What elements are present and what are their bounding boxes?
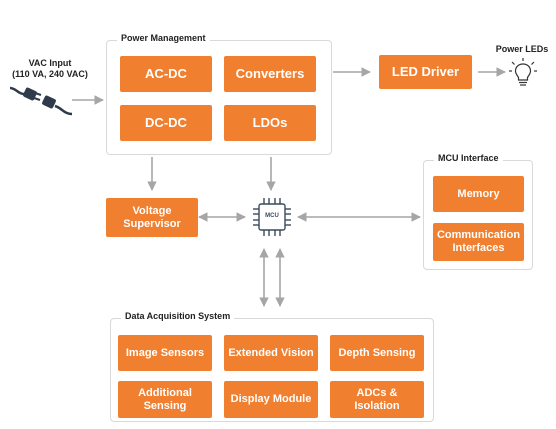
communication-line1: Communication <box>436 229 521 242</box>
vac-input-label: VAC Input (110 VA, 240 VAC) <box>10 58 90 80</box>
converters-block: Converters <box>224 56 316 92</box>
mcu-chip-icon <box>253 198 291 236</box>
led-driver-block: LED Driver <box>379 55 472 89</box>
display-module-block: Display Module <box>224 381 318 418</box>
memory-block: Memory <box>433 176 524 212</box>
communication-line2: Interfaces <box>452 242 505 254</box>
voltage-supervisor-line1: Voltage <box>132 204 172 217</box>
image-sensors-block: Image Sensors <box>118 335 212 371</box>
additional-sensing-line1: Additional <box>138 386 192 399</box>
dc-dc-block: DC-DC <box>120 105 212 141</box>
ldos-block: LDOs <box>224 105 316 141</box>
lightbulb-icon <box>509 58 537 86</box>
mcu-label: MCU <box>265 213 279 219</box>
power-leds-label: Power LEDs <box>495 44 549 54</box>
vac-input-rating: (110 VA, 240 VAC) <box>12 68 88 79</box>
data-acquisition-title: Data Acquisition System <box>121 311 235 321</box>
adcs-isolation-block: ADCs & Isolation <box>330 381 424 418</box>
vac-input-title: VAC Input <box>28 58 72 68</box>
power-management-title: Power Management <box>117 33 210 43</box>
additional-sensing-line2: Sensing <box>143 399 187 412</box>
communication-interfaces-block: Communication Interfaces <box>433 223 524 261</box>
power-plug-icon <box>10 86 72 116</box>
ac-dc-block: AC-DC <box>120 56 212 92</box>
voltage-supervisor-block: Voltage Supervisor <box>106 198 198 237</box>
additional-sensing-block: Additional Sensing <box>118 381 212 418</box>
extended-vision-block: Extended Vision <box>224 335 318 371</box>
depth-sensing-block: Depth Sensing <box>330 335 424 371</box>
mcu-interface-title: MCU Interface <box>434 153 503 163</box>
voltage-supervisor-line2: Supervisor <box>123 217 181 230</box>
